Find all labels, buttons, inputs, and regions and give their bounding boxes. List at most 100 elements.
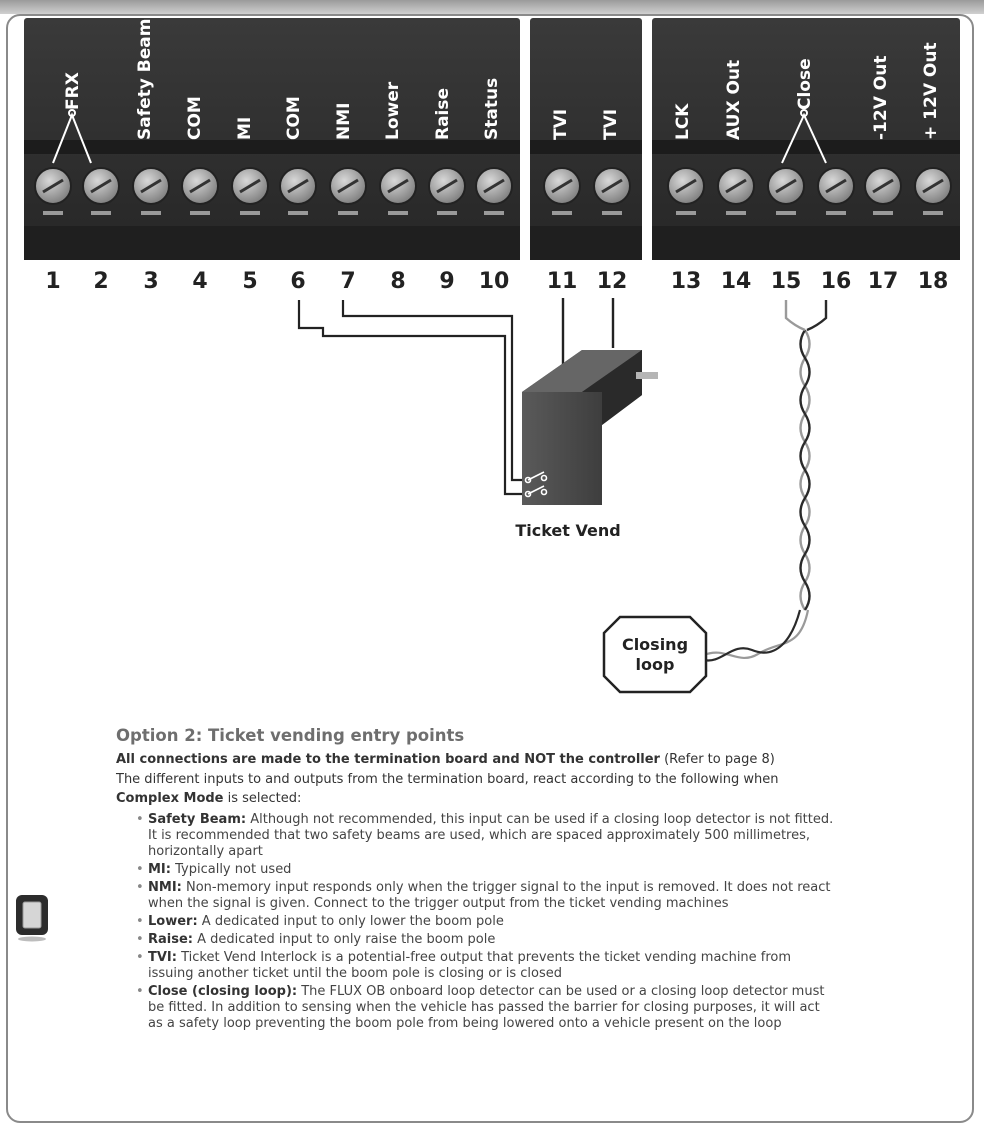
intro-line-2-rest: is selected: [223,791,302,806]
terminal-slot [190,211,210,215]
label-com-2: COM [284,96,304,140]
label-mi: MI [235,117,255,140]
label-tvi-2: TVI [601,109,621,140]
label-close: Close [795,58,815,110]
terminal-description-text: A dedicated input to only lower the boom… [197,914,504,929]
label-minus-12v-out: -12V Out [871,56,891,140]
terminal-description-text: Although not recommended, this input can… [246,812,834,827]
label-com-1: COM [185,96,205,140]
label-raise: Raise [433,88,453,140]
terminal-description-item: NMI: Non-memory input responds only when… [136,880,972,912]
section-title: Option 2: Ticket vending entry points [116,726,465,745]
terminal-description-text: as a safety loop preventing the boom pol… [148,1016,782,1031]
terminal-slot [726,211,746,215]
terminal-number: 2 [93,269,108,294]
label-safety-beam: Safety Beam [135,19,155,140]
terminal-slot [91,211,111,215]
terminal-slot [776,211,796,215]
terminal-number: 3 [143,269,158,294]
screw-slot [387,178,409,194]
terminal-description-term: Safety Beam: [148,812,247,827]
wires-6-7 [297,300,530,496]
label-status: Status [482,78,502,140]
connection-note-ref: (Refer to page 8) [659,752,775,767]
terminal-number: 16 [821,269,852,294]
wires-11-12 [561,298,615,365]
screw-slot [42,178,64,194]
terminal-number: 15 [771,269,802,294]
terminal-number: 11 [547,269,578,294]
intro-line-1: The different inputs to and outputs from… [116,772,779,787]
terminal-number: 5 [242,269,257,294]
terminal-slot [484,211,504,215]
terminal-description-term: Close (closing loop): [148,984,298,999]
terminal-description-text: when the signal is given. Connect to the… [148,896,729,911]
terminal-slot [141,211,161,215]
terminal-description-text: Typically not used [170,862,292,877]
terminal-description-term: NMI: [148,880,182,895]
label-plus-12v-out: + 12V Out [921,42,941,140]
terminal-description-item: MI: Typically not used [136,862,972,878]
connection-note-bold: All connections are made to the terminat… [116,752,660,767]
frx-pair-marker [52,109,92,164]
terminal-description-item: Raise: A dedicated input to only raise t… [136,932,972,948]
terminal-slot [826,211,846,215]
label-aux-out: AUX Out [724,60,744,140]
screw-slot [436,178,458,194]
terminal-description-item: TVI: Ticket Vend Interlock is a potentia… [136,950,972,982]
terminal-numbers: 1 2 3 4 5 6 7 8 9 10 11 12 13 14 15 16 1… [45,269,948,294]
screw-slot [922,178,944,194]
terminal-description-term: TVI: [148,950,177,965]
note-side-icon [16,895,48,942]
screw-slot [483,178,505,194]
label-lower: Lower [383,81,403,140]
ticket-vend-device [522,350,658,505]
terminal-description-text: issuing another ticket until the boom po… [148,966,562,981]
terminal-slot [388,211,408,215]
terminal-description-term: Lower: [148,914,198,929]
screw-slot [90,178,112,194]
terminal-description-text: Ticket Vend Interlock is a potential-fre… [176,950,792,965]
terminal-slot [923,211,943,215]
terminal-slot [288,211,308,215]
screw-slot [551,178,573,194]
screw-slot [239,178,261,194]
terminal-slot [240,211,260,215]
terminal-slot [437,211,457,215]
screw-slot [675,178,697,194]
loop-leads [703,609,810,662]
terminal-labels: FRX Safety Beam COM MI COM NMI Lower Rai… [63,19,941,140]
terminal-slot [602,211,622,215]
terminal-number: 17 [868,269,899,294]
terminal-number: 14 [721,269,752,294]
screw-slot [337,178,359,194]
closing-loop-label-2: loop [636,655,675,674]
terminal-number: 6 [290,269,305,294]
label-frx: FRX [63,72,83,110]
terminal-number: 7 [340,269,355,294]
label-nmi: NMI [334,103,354,140]
screw-slot [872,178,894,194]
connection-note: All connections are made to the terminat… [116,752,775,767]
terminal-description-item: Safety Beam: Although not recommended, t… [136,812,972,860]
terminal-description-term: Raise: [148,932,193,947]
twisted-pair-wire [784,300,828,611]
screw-slot [140,178,162,194]
terminal-screws [34,167,952,215]
close-pair-marker [781,109,827,164]
terminal-number: 10 [479,269,510,294]
screw-slot [189,178,211,194]
terminal-number: 18 [918,269,949,294]
terminal-slot [676,211,696,215]
label-lck: LCK [673,103,693,140]
screw-slot [287,178,309,194]
terminal-slot [43,211,63,215]
terminal-number: 9 [439,269,454,294]
terminal-description-text: A dedicated input to only raise the boom… [193,932,496,947]
terminal-description-item: Close (closing loop): The FLUX OB onboar… [136,984,972,1032]
label-tvi-1: TVI [551,109,571,140]
terminal-description-text: The FLUX OB onboard loop detector can be… [297,984,825,999]
terminal-block-2 [530,18,642,260]
terminal-descriptions-list: Safety Beam: Although not recommended, t… [136,812,972,1034]
terminal-description-item: Lower: A dedicated input to only lower t… [136,914,972,930]
